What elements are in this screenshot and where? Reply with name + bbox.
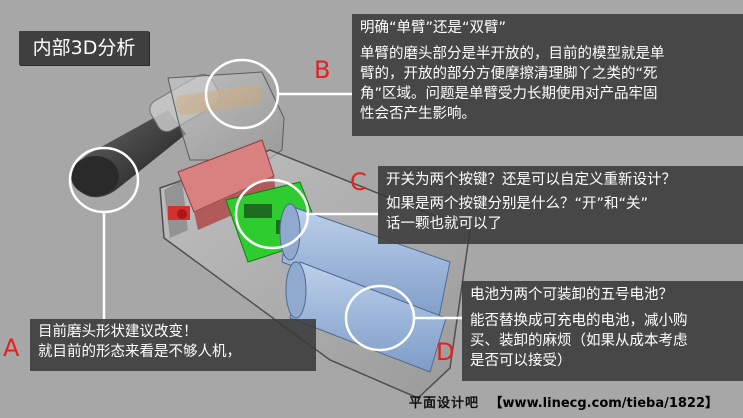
note-d: 电池为两个可装卸的五号电池？ 能否替换成可充电的电池，减小购 买、装卸的麻烦（如…	[462, 281, 743, 381]
note-d-heading: 电池为两个可装卸的五号电池？	[470, 287, 673, 303]
note-c-line-3: 话一颗也就可以了	[386, 216, 502, 232]
note-d-line-1: 能否替换成可充电的电池，减小购	[470, 313, 688, 329]
note-c: 开关为两个按键？还是可以自定义重新设计？ 如果是两个按键分别是什么？“开”和“关…	[378, 166, 743, 244]
note-d-line-3: 是否可以接受）	[470, 353, 572, 369]
label-a: A	[3, 334, 20, 362]
note-b-line-1: 单臂的磨头部分是半开放的，目前的模型就是单	[360, 46, 665, 62]
note-a-line-2: 就目前的形态来看是不够人机，	[38, 344, 241, 360]
note-b: 明确“单臂”还是“双臂” 单臂的磨头部分是半开放的，目前的模型就是单 臂的，开放…	[352, 14, 743, 136]
footer-url: 【www.linecg.com/tieba/1822】	[489, 396, 719, 411]
note-b-line-3: 角”区域。问题是单臂受力长期使用对产品牢固	[360, 86, 658, 102]
note-a-line-1: 目前磨头形状建议改变！	[38, 324, 198, 340]
note-b-heading: 明确“单臂”还是“双臂”	[360, 20, 507, 36]
note-c-line-1: 开关为两个按键？还是可以自定义重新设计？	[386, 172, 676, 188]
leader-lines	[102, 92, 462, 322]
note-b-line-4: 性会否产生影响。	[360, 106, 476, 122]
note-b-line-2: 臂的，开放的部分方便摩擦清理脚丫之类的“死	[360, 66, 658, 82]
note-a: 目前磨头形状建议改变！ 就目前的形态来看是不够人机，	[30, 319, 316, 371]
label-c: C	[350, 168, 367, 196]
label-b: B	[314, 56, 331, 84]
note-c-line-2: 如果是两个按键分别是什么？“开”和“关”	[386, 196, 649, 212]
footer-watermark: 平面设计吧 【www.linecg.com/tieba/1822】	[409, 392, 718, 411]
footer-brand: 平面设计吧	[409, 396, 480, 411]
page-title: 内部3D分析	[19, 31, 149, 65]
label-d: D	[436, 338, 455, 366]
note-d-line-2: 买、装卸的麻烦（如果从成本考虑	[470, 333, 688, 349]
